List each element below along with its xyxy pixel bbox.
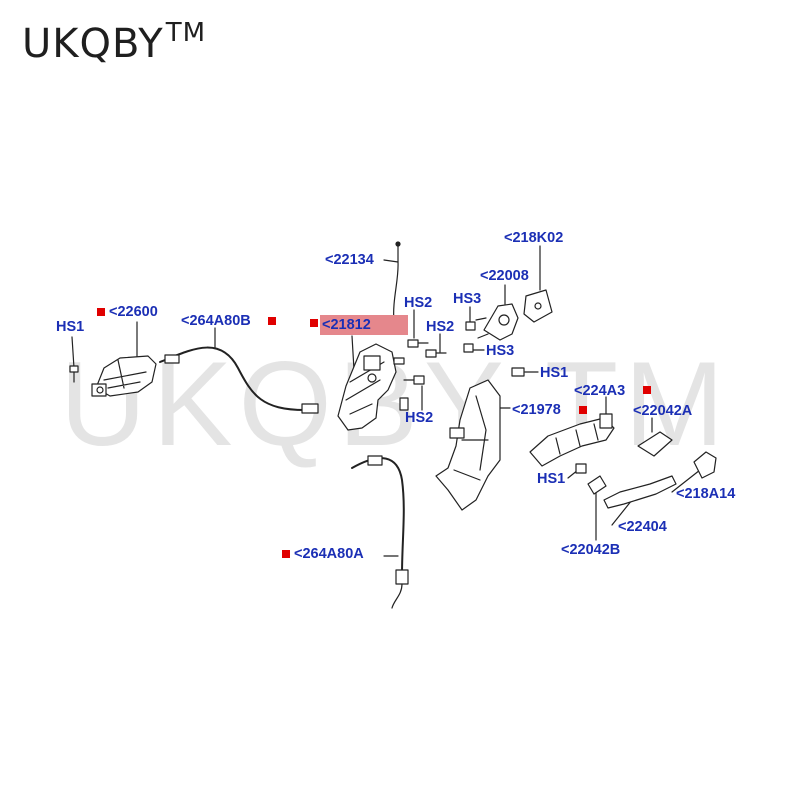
- callout-hs1-left: HS1: [56, 319, 85, 335]
- screw-hs2-b: [425, 349, 447, 358]
- callout-22404: <22404: [618, 519, 667, 535]
- red-marker-22600: [97, 308, 105, 316]
- callout-21978: <21978: [512, 402, 561, 418]
- callout-hs3-low: HS3: [486, 343, 515, 359]
- leader-hs1-left: [71, 336, 75, 369]
- screw-hs3-top: [465, 321, 476, 331]
- brand-logo: UKQBYTM: [22, 18, 206, 67]
- callout-hs2-top: HS2: [404, 295, 433, 311]
- cable-264A80B: [159, 346, 306, 411]
- screw-hs1-left: [69, 365, 79, 383]
- callout-22042B: <22042B: [561, 542, 621, 558]
- callout-22134: <22134: [325, 252, 374, 268]
- callout-21812: <21812: [320, 315, 408, 335]
- lock-rod: [393, 243, 399, 323]
- bracket-21978: [435, 379, 501, 511]
- screw-hs3-low: [463, 343, 474, 353]
- red-marker-21812: [310, 319, 318, 327]
- callout-22600: <22600: [109, 304, 158, 320]
- interior-handle-22600: [91, 355, 157, 397]
- red-marker-264A80A: [282, 550, 290, 558]
- callout-218K02: <218K02: [504, 230, 564, 246]
- cap-218A14: [693, 451, 717, 479]
- watermark-text: UKQBY TM: [60, 337, 730, 471]
- callout-hs2-mid: HS2: [426, 319, 455, 335]
- gasket-218K02: [523, 289, 553, 323]
- red-marker-264A80B: [268, 317, 276, 325]
- callout-218A14: <218A14: [676, 486, 736, 502]
- striker-22008: [475, 303, 519, 341]
- callout-hs2-low: HS2: [405, 410, 434, 426]
- callout-264A80A: <264A80A: [294, 546, 364, 562]
- red-marker-21978: [579, 406, 587, 414]
- cable-fitting-top: [367, 455, 383, 466]
- cable-end-fitting-left: [164, 354, 180, 364]
- cable-fitting-bottom: [395, 569, 409, 585]
- handle-bracket-224A3: [529, 413, 615, 467]
- screw-hs2-a: [407, 339, 429, 348]
- callout-264A80B: <264A80B: [181, 313, 251, 329]
- callout-22042A: <22042A: [633, 403, 693, 419]
- rod-end-knob: [395, 241, 401, 247]
- pad-22042A: [637, 431, 673, 457]
- brand-name: UKQBY: [22, 21, 164, 67]
- leader-22134: [383, 259, 399, 263]
- leader-21812: [351, 335, 355, 371]
- red-marker-224A3: [643, 386, 651, 394]
- callout-22008: <22008: [480, 268, 529, 284]
- screw-hs2-c: [403, 375, 425, 385]
- brand-trademark: TM: [165, 18, 207, 48]
- cable-end-fitting-right: [301, 403, 319, 414]
- cable-tail: [391, 583, 403, 609]
- callout-hs1-right: HS1: [540, 365, 569, 381]
- callout-224A3: <224A3: [574, 383, 626, 399]
- leader-218A14: [671, 469, 701, 493]
- outside-handle-22404: [603, 475, 677, 509]
- door-latch-21812: [337, 343, 409, 431]
- screw-hs1-handle: [575, 463, 587, 474]
- pad-22042B: [587, 475, 607, 495]
- screw-hs1-right: [511, 367, 525, 377]
- callout-hs3-top: HS3: [453, 291, 482, 307]
- callout-hs1-handle: HS1: [537, 471, 566, 487]
